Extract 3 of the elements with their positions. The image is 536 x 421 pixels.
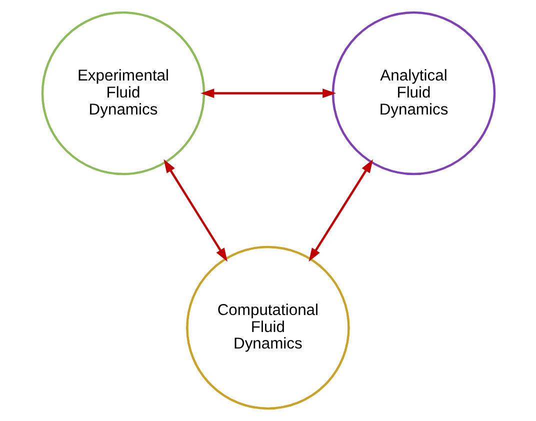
arrow — [163, 159, 227, 262]
arrow — [200, 88, 336, 98]
arrow — [308, 159, 372, 262]
